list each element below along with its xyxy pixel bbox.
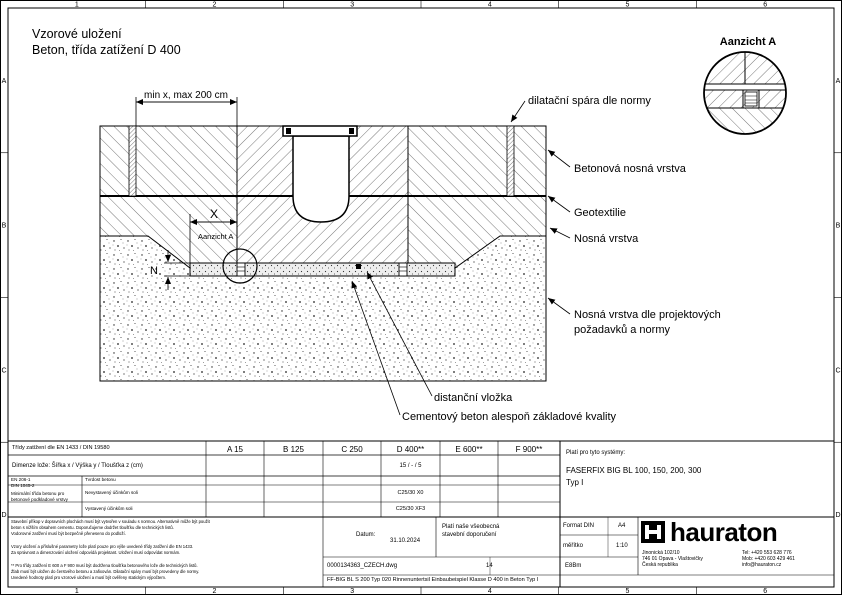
address-line2: 746 01 Opava - Vlaštovičky xyxy=(642,556,703,562)
expansion-joint-left xyxy=(128,125,137,197)
pavement-left xyxy=(99,125,238,197)
dimension-x-label: X xyxy=(210,207,218,221)
sheet-number: 14 xyxy=(486,563,493,569)
frame-row-letter: C xyxy=(1,367,6,374)
address-line1: Jinonická 102/10 xyxy=(642,550,680,556)
frame-column-number: 2 xyxy=(213,588,217,595)
drawing-title-line2: Beton, třída zatížení D 400 xyxy=(32,43,181,57)
frame-row-letter: D xyxy=(1,512,6,519)
load-class-a15: A 15 xyxy=(226,445,243,454)
drainage-channel xyxy=(292,135,350,223)
callout-subbase-line1: Nosná vrstva dle projektových xyxy=(574,309,721,321)
concrete-base-layers: betonové podkladové vrstvy xyxy=(11,497,68,502)
callout-expansion-joint: dilatační spára dle normy xyxy=(528,95,651,107)
concrete-class-xf3: C25/30 XF3 xyxy=(395,506,426,512)
frame-column-number: 5 xyxy=(626,588,630,595)
scale-value: 1:10 xyxy=(616,543,628,549)
format-label: Format DIN xyxy=(563,523,595,529)
address-line3: Česká republika xyxy=(642,562,678,568)
expansion-joint-right xyxy=(506,125,515,197)
frame-row-letter: A xyxy=(836,78,841,85)
title-block xyxy=(7,440,835,588)
frame-column-number: 1 xyxy=(75,2,79,9)
dimension-n-label: N xyxy=(150,265,158,277)
pavement-right xyxy=(407,125,547,197)
date-label: Datum: xyxy=(356,532,376,538)
load-class-b125: B 125 xyxy=(283,445,304,454)
note-line-1: Stavební příkop v dopravních plochách mu… xyxy=(11,519,210,524)
frame-column-number: 6 xyxy=(763,588,767,595)
bed-dimension-value: 15 / - / 5 xyxy=(399,463,422,469)
concrete-hardness: Tvrdost betonu xyxy=(85,477,116,482)
footer-title: FF-BIG BL S 200 Typ 020 Rinnenuntertsil … xyxy=(327,577,539,583)
drawing-title-line1: Vzorové uložení xyxy=(32,27,122,41)
spacer-right xyxy=(398,262,408,277)
load-class-c250: C 250 xyxy=(341,445,363,454)
bed-dimension-label: Dimenze lože: Šířka x / Výška y / Tloušť… xyxy=(12,463,143,469)
disclaimer-line1: Platí naše všeobecná xyxy=(442,524,500,530)
frame-column-number: 6 xyxy=(763,2,767,9)
std-en206: EN 206-1 xyxy=(11,477,31,482)
channel-grate xyxy=(282,125,358,137)
note-line-6: ** Pro třídy zatížení E 600 a F 900 musí… xyxy=(11,563,198,568)
frame-column-number: 2 xyxy=(213,2,217,9)
note-line-3: Vodorovné zatížení musí být bezpečně pře… xyxy=(11,531,126,536)
frame-row-letter: B xyxy=(2,223,7,230)
scale-label: měřítko xyxy=(563,543,584,549)
callout-lean-concrete: Cementový beton alespoň základové kvalit… xyxy=(402,411,617,423)
contact-phone: Tel: +420 553 628 776 xyxy=(742,550,792,556)
salt-exposed: Vystavený účinkům soli xyxy=(85,506,133,511)
aanzicht-callout: Aanzicht A xyxy=(198,232,233,241)
load-class-d400: D 400** xyxy=(396,445,425,454)
callout-subbase-line2: požadavků a normy xyxy=(574,324,670,336)
frame-column-number: 4 xyxy=(488,2,492,9)
product-line1: FASERFIX BIG BL 100, 150, 200, 300 xyxy=(566,466,702,475)
note-line-7: Žlab musí být uložen do čerstvého betonu… xyxy=(11,569,200,574)
disclaimer-line2: stavební doporučení xyxy=(442,532,497,538)
format-value: A4 xyxy=(618,523,626,529)
callout-geotextile: Geotextilie xyxy=(574,207,626,219)
callout-base-layer: Nosná vrstva xyxy=(574,233,639,245)
brand-name: hauraton xyxy=(670,517,778,547)
concrete-class-x0: C25/30 X0 xyxy=(397,490,424,496)
contact-mobile: Mob: +420 603 429 461 xyxy=(742,556,795,562)
drawing-status: E8Bm xyxy=(565,563,582,569)
cross-section xyxy=(99,125,547,382)
product-line2: Typ I xyxy=(566,478,584,487)
spacer-left xyxy=(236,262,246,277)
leader-lines xyxy=(351,100,571,416)
detail-label: Aanzicht A xyxy=(720,36,776,48)
load-class-f900: F 900** xyxy=(515,445,543,454)
note-line-5: Za správnost a dimenzování uložení odpov… xyxy=(11,550,181,555)
min-concrete-class: Minimální třída betonu pro xyxy=(11,491,65,496)
not-salt-exposed: Nevystavený účinkům soli xyxy=(85,490,138,495)
frame-row-letter: C xyxy=(835,367,840,374)
suitable-systems-label: Platí pro tyto systémy: xyxy=(566,450,626,456)
load-class-header: Třídy zatížení dle EN 1433 / DIN 19580 xyxy=(12,445,110,451)
callout-concrete-layer: Betonová nosná vrstva xyxy=(574,163,687,175)
frame-column-number: 3 xyxy=(350,588,354,595)
frame-row-letter: D xyxy=(835,512,840,519)
load-class-e600: E 600** xyxy=(455,445,483,454)
callout-spacer: distanční vložka xyxy=(434,392,513,404)
frame-column-number: 4 xyxy=(488,588,492,595)
file-name: 0000134363_CZECH.dwg xyxy=(327,563,398,569)
note-line-8: Uvedené hodnoty platí pro vzorové uložen… xyxy=(11,575,167,580)
bedding-strip xyxy=(189,262,456,277)
frame-row-letter: A xyxy=(2,78,7,85)
frame-column-number: 5 xyxy=(626,2,630,9)
frame-row-letter: B xyxy=(836,223,841,230)
frame-column-number: 1 xyxy=(75,588,79,595)
std-din1045: DIN 1045-2 xyxy=(11,483,35,488)
hauraton-logo xyxy=(641,521,665,543)
frame-column-number: 3 xyxy=(350,2,354,9)
date-value: 31.10.2024 xyxy=(390,538,421,544)
note-line-2: beton s nižším obsahem cementu. Doporuču… xyxy=(11,525,174,530)
note-line-4: Vzory uložení a příslušné parametry lože… xyxy=(11,544,194,549)
detail-a-marker xyxy=(222,248,258,284)
dimension-lines xyxy=(135,97,238,290)
dimension-label: min x, max 200 cm xyxy=(144,90,228,101)
contact-email: info@hauraton.cz xyxy=(742,562,782,568)
